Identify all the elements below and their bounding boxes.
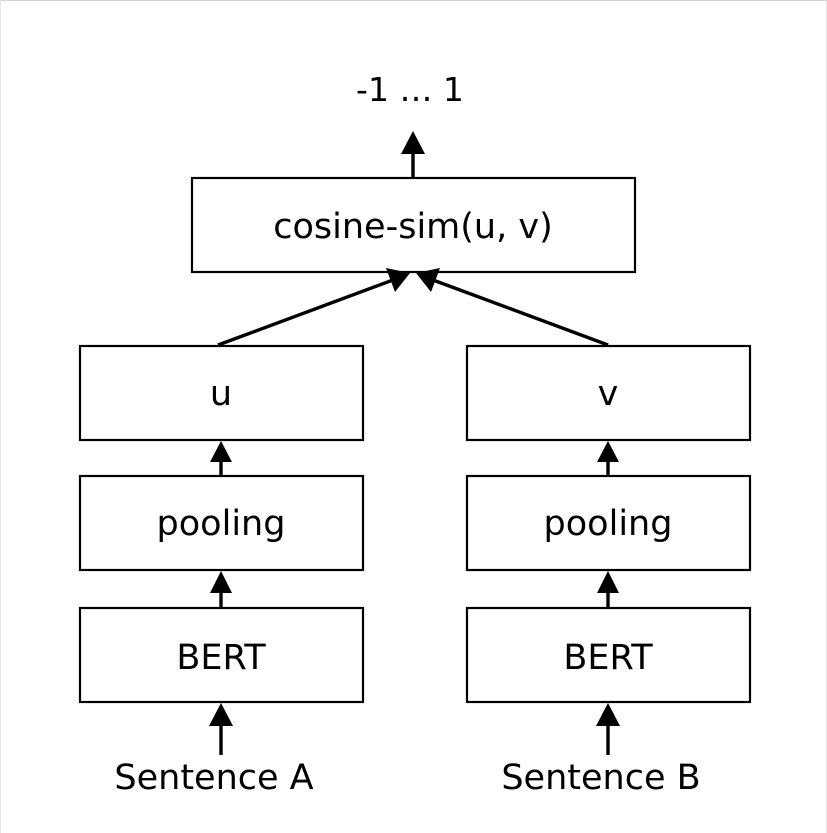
cosine-sim-label: cosine-sim(u, v) (273, 207, 552, 247)
embedding-u-label: u (210, 374, 232, 414)
sentence-b-label: Sentence B (501, 758, 700, 798)
arrow-u-to-similarity (217, 268, 410, 347)
output-range-label: -1 … 1 (356, 70, 464, 109)
embedding-v-node: v (465, 344, 752, 442)
arrow-pooling-a-to-u (210, 441, 232, 475)
arrow-pooling-b-to-v (597, 441, 619, 475)
arrow-bert-a-to-pooling-a (210, 571, 232, 607)
pooling-b-label: pooling (544, 504, 673, 544)
pooling-b-node: pooling (465, 474, 752, 572)
cosine-sim-node: cosine-sim(u, v) (190, 176, 637, 274)
bert-b-label: BERT (563, 638, 653, 678)
bert-a-label: BERT (176, 638, 266, 678)
arrow-bert-b-to-pooling-b (597, 571, 619, 607)
bert-a-node: BERT (78, 606, 365, 704)
embedding-u-node: u (78, 344, 365, 442)
bert-b-node: BERT (465, 606, 752, 704)
arrow-sentence-b-to-bert-b (596, 703, 620, 755)
pooling-a-node: pooling (78, 474, 365, 572)
arrow-similarity-to-output (401, 131, 425, 177)
embedding-v-label: v (598, 374, 619, 414)
pooling-a-label: pooling (157, 504, 286, 544)
arrow-v-to-similarity (416, 268, 609, 347)
arrow-sentence-a-to-bert-a (209, 703, 233, 755)
sentence-a-label: Sentence A (114, 758, 313, 798)
